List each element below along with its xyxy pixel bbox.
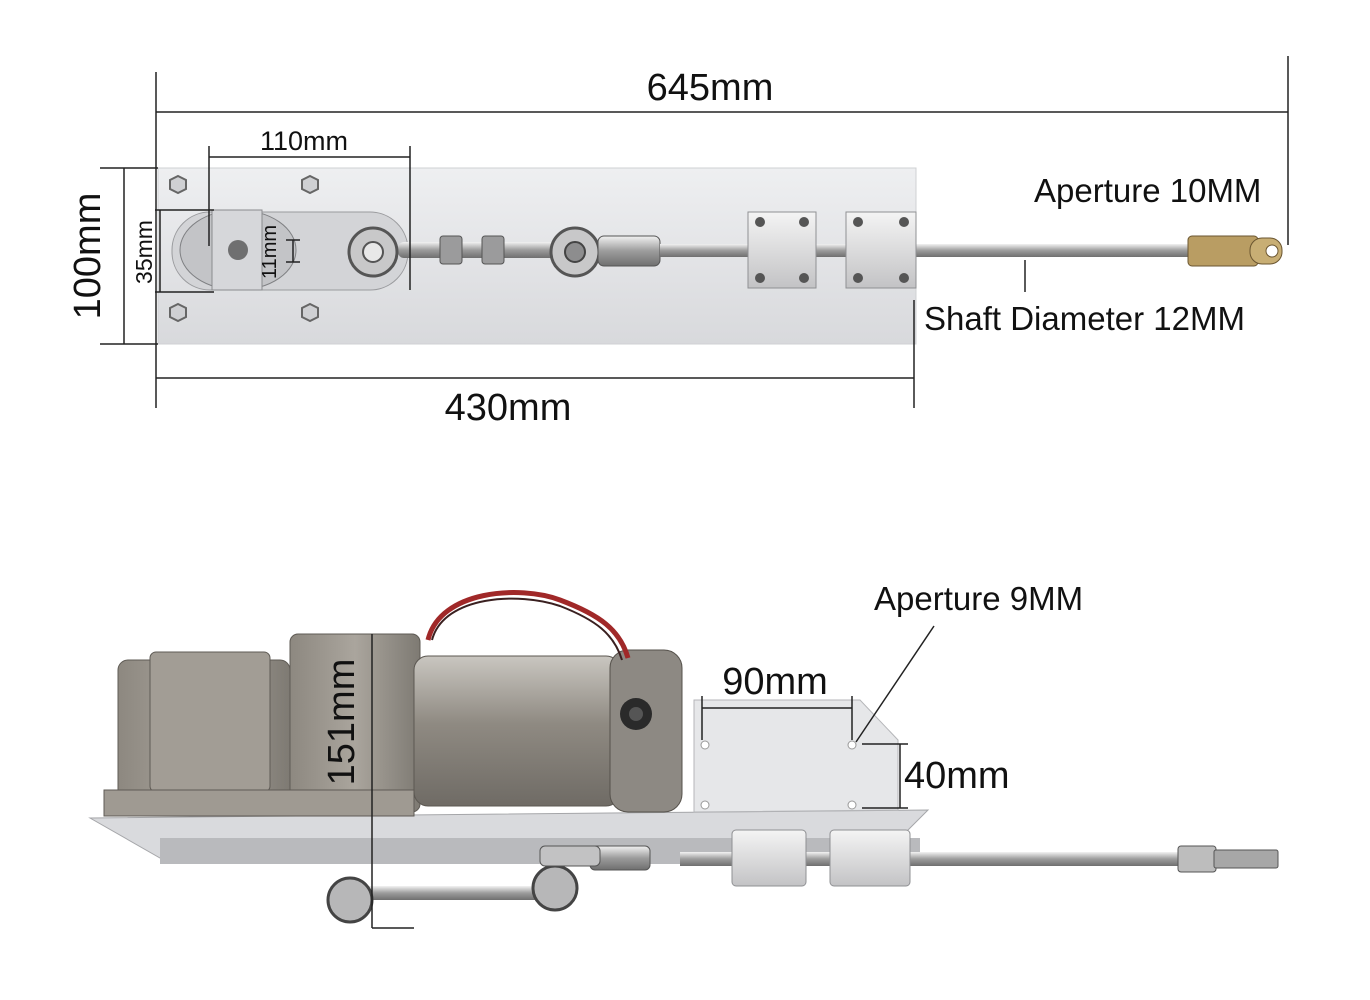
side-guide-block-1 — [731, 829, 807, 887]
overall-height-label: 151mm — [321, 659, 363, 786]
dc-motor — [413, 649, 683, 813]
hole-spacing-label: 90mm — [722, 661, 828, 703]
plate-length-label: 430mm — [445, 387, 572, 429]
mount-bracket — [693, 699, 899, 813]
linkage-nut — [439, 235, 463, 265]
mount-aperture-label: Aperture 9MM — [874, 580, 1083, 617]
linkage-nut-2 — [481, 235, 505, 265]
slot-depth-label: 11mm — [259, 225, 281, 279]
coupler — [597, 235, 661, 267]
main-shaft — [660, 244, 1190, 257]
rod-end-aperture-label: Aperture 10MM — [1034, 172, 1261, 209]
side-linkage-rod — [360, 886, 560, 900]
rod-end-clevis — [1187, 235, 1283, 267]
slot-length-label: 110mm — [260, 126, 348, 156]
side-joint-2 — [531, 864, 579, 912]
side-joint-1 — [326, 876, 374, 924]
bracket-height-label: 40mm — [904, 755, 1010, 797]
plate-bolts — [169, 174, 319, 323]
guide-block-1 — [747, 211, 817, 289]
top-view: 645mm 110mm 100mm 35mm 11mm 430mm Apertu… — [67, 56, 1289, 429]
side-guide-block-2 — [829, 829, 911, 887]
motor-wire — [425, 590, 631, 659]
gearbox — [103, 633, 421, 817]
side-rod-end — [1177, 845, 1279, 873]
dimension-lines-side — [371, 625, 935, 929]
shaft-diameter-label: Shaft Diameter 12MM — [924, 300, 1245, 337]
plate-height-label: 100mm — [67, 193, 109, 320]
guide-block-2 — [845, 211, 917, 289]
slot-width-label: 35mm — [131, 220, 157, 284]
overall-length-label: 645mm — [647, 67, 774, 109]
crank-disc — [179, 209, 297, 291]
side-view: Aperture 9MM 90mm 40mm 151mm — [88, 580, 1279, 929]
dimension-lines-top — [100, 56, 1289, 408]
